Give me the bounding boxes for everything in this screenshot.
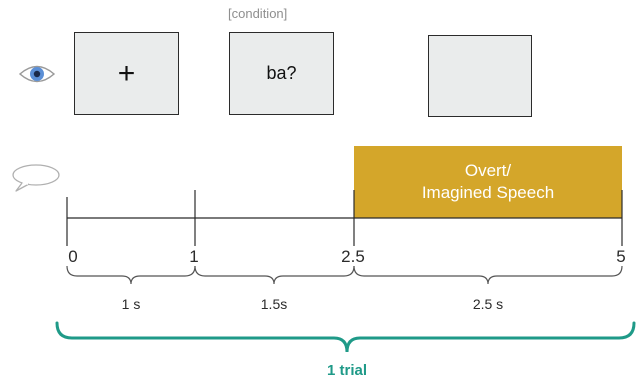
duration-label-1.5s: 1.5s xyxy=(260,296,288,312)
eye-icon xyxy=(18,65,56,83)
speech-bar-line2: Imagined Speech xyxy=(421,183,555,202)
brace-2.5s xyxy=(353,265,623,285)
trial-brace xyxy=(55,321,636,353)
tick-label-0: 0 xyxy=(68,247,78,266)
fixation-cross: + xyxy=(117,56,136,90)
prompt-box: ba? xyxy=(229,32,334,115)
tick-label-2.5: 2.5 xyxy=(341,247,365,266)
tick-label-5: 5 xyxy=(616,247,626,266)
speech-phase-bar: Overt/ Imagined Speech xyxy=(354,146,622,218)
trial-label: 1 trial xyxy=(326,362,368,379)
brace-1.5s xyxy=(194,265,355,285)
prompt-text: ba? xyxy=(266,63,297,83)
duration-label-1s: 1 s xyxy=(121,296,141,312)
blank-box xyxy=(428,35,532,117)
brace-1s xyxy=(66,265,196,285)
fixation-box: + xyxy=(74,32,179,115)
speech-bar-line1: Overt/ xyxy=(464,161,512,180)
tick-label-1: 1 xyxy=(189,247,199,266)
condition-label: [condition] xyxy=(228,6,288,21)
duration-label-2.5s: 2.5 s xyxy=(472,296,504,312)
speech-bubble-icon xyxy=(12,164,60,192)
